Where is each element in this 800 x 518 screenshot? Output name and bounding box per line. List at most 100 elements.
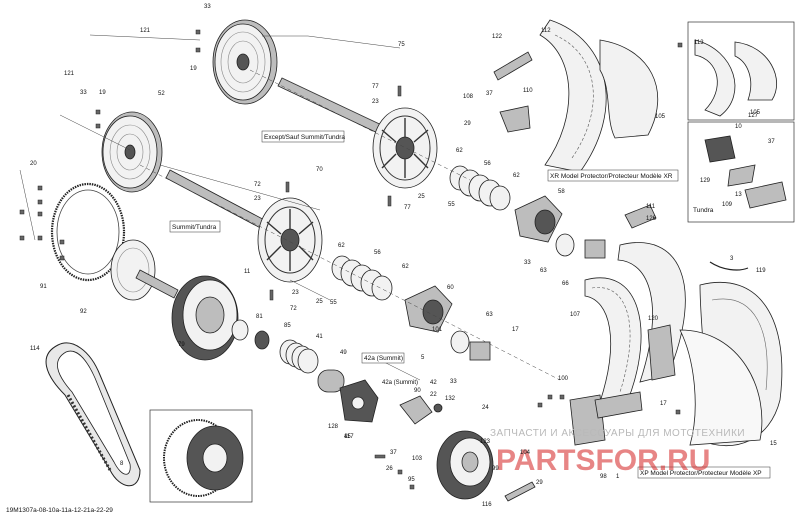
xr-protector-112 bbox=[539, 19, 607, 173]
lever-assembly bbox=[399, 395, 443, 425]
label-except: Except/Sauf Summit/Tundra bbox=[261, 130, 345, 143]
cam-upper bbox=[514, 195, 563, 243]
callout-70: 70 bbox=[316, 167, 323, 173]
callout-81: 81 bbox=[256, 314, 263, 320]
callout-119: 119 bbox=[756, 268, 766, 274]
callout-13: 13 bbox=[735, 192, 742, 198]
callout-33: 33 bbox=[80, 90, 87, 96]
washer-81 bbox=[231, 319, 249, 341]
callout-127: 127 bbox=[748, 113, 759, 119]
bracket-128-116 bbox=[569, 391, 643, 446]
callout-29: 29 bbox=[464, 121, 471, 127]
callout-25: 25 bbox=[418, 194, 425, 200]
spider-assembly-45 bbox=[339, 379, 379, 423]
callout-114: 114 bbox=[30, 346, 40, 352]
callout-117: 117 bbox=[344, 434, 354, 440]
callout-128: 128 bbox=[328, 424, 339, 430]
callout-91: 91 bbox=[40, 284, 47, 290]
callout-15: 15 bbox=[770, 441, 777, 447]
roller-49 bbox=[317, 369, 345, 393]
watermark-logo: PARTSFOR.RU bbox=[496, 444, 710, 477]
callout-11: 11 bbox=[244, 269, 251, 275]
callout-26: 26 bbox=[386, 466, 393, 472]
callout-24: 24 bbox=[482, 405, 489, 411]
inset-tundra-box bbox=[687, 121, 795, 223]
callout-37: 37 bbox=[768, 139, 775, 145]
callout-122: 122 bbox=[492, 34, 503, 40]
cable-3 bbox=[709, 261, 749, 271]
leader-lines bbox=[19, 34, 561, 381]
callout-52: 52 bbox=[158, 91, 165, 97]
callout-116: 116 bbox=[482, 502, 492, 508]
callout-33: 33 bbox=[450, 379, 457, 385]
label-tundra-text: Tundra bbox=[693, 207, 714, 214]
callout-45: 45 bbox=[344, 434, 351, 440]
bracket-110 bbox=[499, 105, 531, 133]
bolt-50 bbox=[504, 481, 536, 502]
callout-33: 33 bbox=[204, 4, 211, 10]
bracket-66-upper bbox=[584, 239, 606, 259]
callout-72: 72 bbox=[290, 306, 297, 312]
callout-77: 77 bbox=[372, 84, 379, 90]
callout-62: 62 bbox=[456, 148, 463, 154]
callout-103: 103 bbox=[412, 456, 423, 462]
callout-100: 100 bbox=[558, 376, 569, 382]
callout-42a (Summit): 42a (Summit) bbox=[382, 380, 418, 386]
callout-20: 20 bbox=[30, 161, 37, 167]
label-42a: 42a (Summit) bbox=[361, 352, 405, 364]
callout-121: 121 bbox=[140, 28, 151, 34]
callout-109: 109 bbox=[722, 202, 733, 208]
callout-62: 62 bbox=[338, 243, 345, 249]
bracket-120 bbox=[647, 324, 676, 381]
label-xp-text: XP Model Protector/Protecteur Modèle XP bbox=[640, 470, 762, 477]
bushing-85 bbox=[254, 330, 270, 350]
washer-63-upper bbox=[555, 233, 575, 257]
xr-protector-105 bbox=[599, 39, 659, 139]
callout-108: 108 bbox=[463, 94, 474, 100]
callout-23: 23 bbox=[372, 99, 379, 105]
ring-gear bbox=[50, 182, 126, 282]
callout-95: 95 bbox=[408, 477, 415, 483]
sliding-half-upper bbox=[101, 111, 163, 193]
callout-33: 33 bbox=[524, 260, 531, 266]
callout-107: 107 bbox=[570, 312, 581, 318]
label-xr: XR Model Protector/Protecteur Modèle XR bbox=[547, 169, 679, 182]
callout-121: 121 bbox=[64, 71, 75, 77]
watermark-line1: ЗАПЧАСТИ И АКСЕССУАРЫ ДЛЯ МОТОТЕХНИКИ bbox=[490, 428, 745, 439]
cover-123 bbox=[679, 329, 763, 446]
callout-98: 98 bbox=[600, 474, 607, 480]
callout-129: 129 bbox=[700, 178, 711, 184]
label-42a-text: 42a (Summit) bbox=[364, 355, 403, 362]
callout-63: 63 bbox=[540, 268, 547, 274]
callout-56: 56 bbox=[374, 250, 381, 256]
fasteners bbox=[19, 29, 683, 490]
callout-110: 110 bbox=[523, 88, 533, 94]
label-except-text: Except/Sauf Summit/Tundra bbox=[264, 134, 345, 141]
callout-37: 37 bbox=[486, 91, 493, 97]
callout-10: 10 bbox=[735, 124, 742, 130]
xp-protector-107 bbox=[584, 277, 642, 403]
callout-49: 49 bbox=[340, 350, 347, 356]
spring-stack-upper bbox=[449, 165, 511, 211]
callout-77: 77 bbox=[404, 205, 411, 211]
callout-111: 111 bbox=[646, 204, 656, 210]
callout-120: 120 bbox=[648, 316, 659, 322]
callout-25: 25 bbox=[316, 299, 323, 305]
callout-99: 99 bbox=[492, 466, 499, 472]
callout-17: 17 bbox=[660, 401, 667, 407]
callout-55: 55 bbox=[448, 202, 455, 208]
callout-101: 101 bbox=[432, 327, 443, 333]
callout-37: 37 bbox=[390, 450, 397, 456]
label-summit-tundra: Summit/Tundra bbox=[169, 220, 221, 233]
callout-60: 60 bbox=[447, 285, 454, 291]
label-xr-text: XR Model Protector/Protecteur Modèle XR bbox=[550, 173, 673, 180]
callout-113: 113 bbox=[694, 40, 704, 46]
drive-pulley-spoked-lower bbox=[257, 197, 323, 283]
callout-85: 85 bbox=[284, 323, 291, 329]
inset-113-box bbox=[687, 21, 795, 121]
callout-112: 112 bbox=[541, 28, 551, 34]
callout-92: 92 bbox=[80, 309, 87, 315]
bracket-66-lower bbox=[469, 341, 491, 361]
